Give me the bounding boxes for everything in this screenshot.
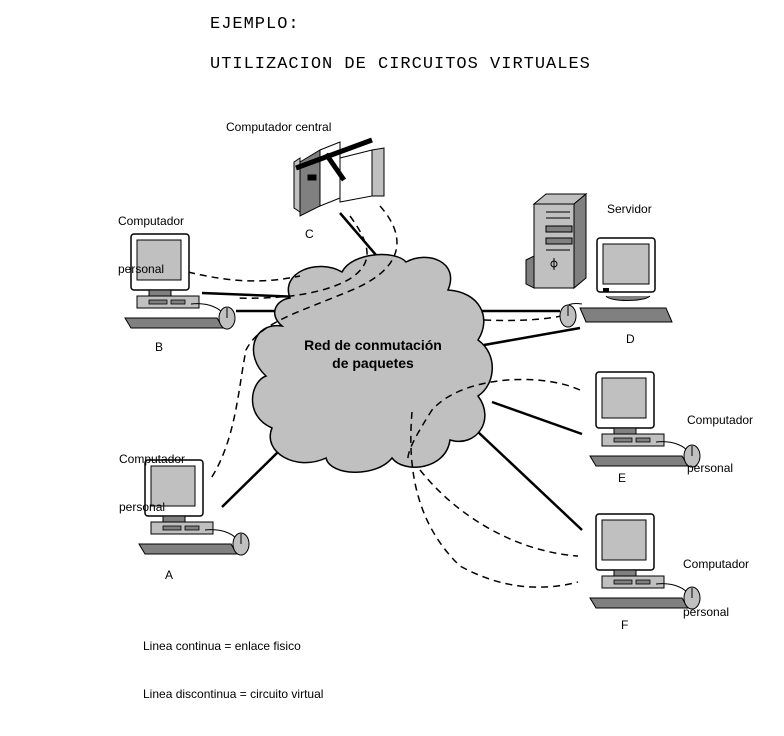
label-computer-b: Computador personal [118, 181, 184, 293]
label-central-computer: Computador central [226, 120, 332, 134]
link-c [339, 212, 383, 263]
label-computer-f-line1: Computador [683, 557, 750, 571]
cloud-label-line2: de paquetes [332, 355, 414, 371]
label-computer-e: Computador personal [687, 380, 753, 492]
label-computer-e-line2: personal [687, 461, 734, 475]
label-computer-a: Computador personal [119, 419, 185, 531]
letter-e: E [618, 471, 627, 485]
vc-c-a [209, 205, 398, 481]
label-computer-a-line2: personal [119, 500, 166, 514]
title-virtual-circuits: UTILIZACION DE CIRCUITOS VIRTUALES [210, 55, 591, 74]
letter-f: F [621, 618, 629, 632]
cloud-label: Red de conmutación de paquetes [284, 336, 462, 372]
label-computer-e-line1: Computador [687, 413, 754, 427]
vc-e [407, 378, 581, 463]
label-computer-f-line2: personal [683, 605, 730, 619]
letter-b: B [155, 340, 164, 354]
letter-c: C [305, 227, 314, 241]
vc-b [187, 271, 301, 282]
packet-network-cloud [251, 253, 493, 473]
vc-e-f [419, 469, 579, 557]
computer-e-icon [589, 371, 701, 468]
label-computer-b-line1: Computador [118, 214, 185, 228]
letter-a: A [165, 568, 174, 582]
label-computer-b-line2: personal [118, 262, 165, 276]
mainframe-icon [293, 137, 385, 217]
vc-c-b [235, 215, 368, 299]
link-a [221, 451, 279, 508]
link-e [491, 400, 583, 436]
legend-dashed-line: Linea discontinua = circuito virtual [143, 687, 324, 701]
letter-d: D [626, 332, 635, 346]
legend-solid-line: Linea continua = enlace fisico [143, 639, 301, 653]
legend: Linea continua = enlace fisico Linea dis… [143, 606, 323, 718]
link-b-1 [201, 291, 301, 299]
cloud-label-line1: Red de conmutación [304, 337, 442, 353]
link-d [483, 326, 581, 347]
label-server: Servidor [607, 202, 652, 216]
server-monitor-icon [559, 237, 673, 328]
link-f [477, 431, 583, 531]
label-computer-a-line1: Computador [119, 452, 186, 466]
server-tower-icon [525, 192, 588, 290]
label-computer-f: Computador personal [683, 524, 749, 636]
title-example: EJEMPLO: [210, 15, 300, 34]
